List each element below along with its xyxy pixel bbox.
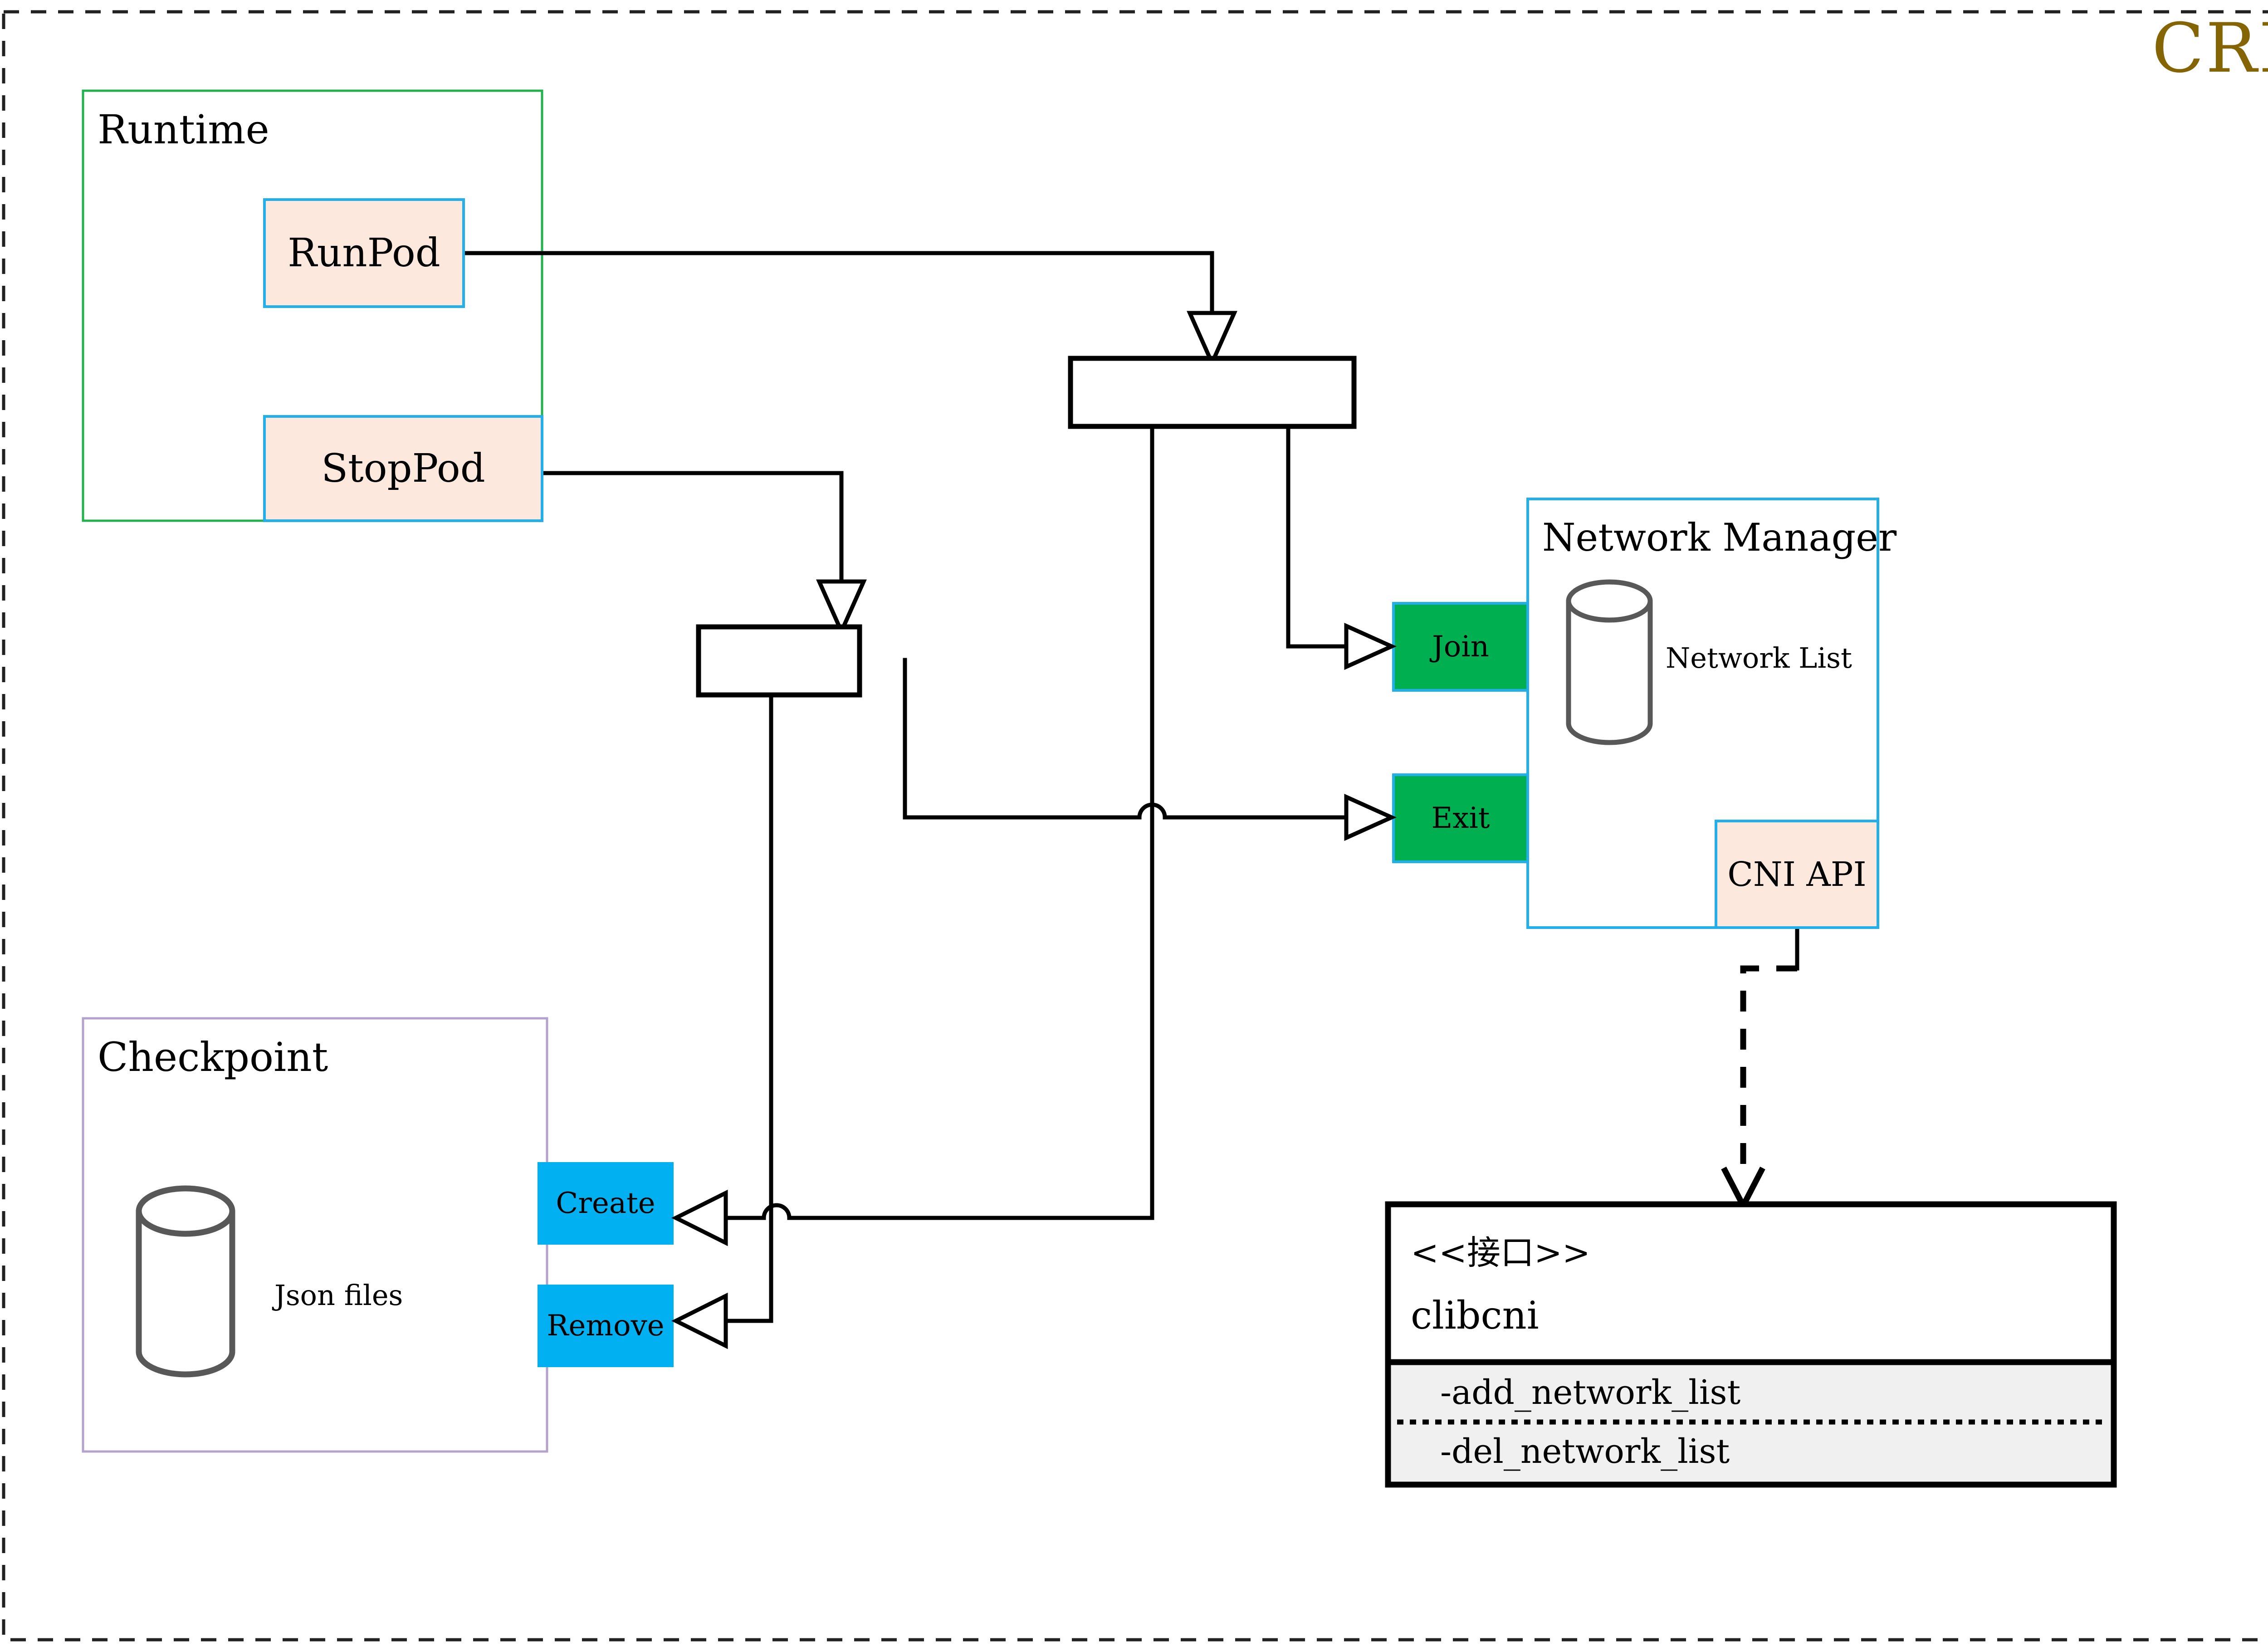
- arrowhead-into-join: [1344, 623, 1397, 670]
- cni-api-box[interactable]: [1715, 820, 1879, 929]
- port-create[interactable]: [538, 1162, 674, 1245]
- realization-dashed-cni-to-clibcni: [1740, 965, 1797, 1170]
- edge-junction-left-stem-to-exit-a: [903, 658, 1142, 820]
- network-list-cylinder-icon: [1566, 579, 1653, 745]
- arrowhead-into-exit: [1344, 794, 1397, 841]
- edge-runpod-to-junction-top: [461, 251, 1214, 315]
- arrowhead-into-junction-top: [1187, 311, 1237, 368]
- realization-arrowhead: [1721, 1167, 1765, 1212]
- edge-junction-top-right-stem-to-join: [1286, 390, 1372, 649]
- arrowhead-into-remove: [671, 1292, 728, 1349]
- port-runpod[interactable]: [263, 198, 465, 308]
- port-remove[interactable]: [538, 1285, 674, 1367]
- line-hop-exit: [1137, 802, 1167, 818]
- outer-frame: [2, 10, 2268, 1642]
- json-files-cylinder-icon: [136, 1185, 235, 1378]
- clibcni-methods-compartment: [1391, 1362, 2111, 1481]
- port-join[interactable]: [1392, 602, 1529, 692]
- port-exit[interactable]: [1392, 773, 1529, 863]
- junction-left[interactable]: [696, 624, 862, 698]
- line-hop-create: [762, 1203, 792, 1218]
- page-title: CRI: [2152, 9, 2268, 88]
- arrowhead-into-create: [671, 1189, 728, 1246]
- junction-top[interactable]: [1068, 356, 1357, 429]
- port-stoppod[interactable]: [263, 415, 543, 522]
- edge-stoppod-to-junction-left: [540, 471, 844, 584]
- arrowhead-into-junction-left: [816, 579, 867, 637]
